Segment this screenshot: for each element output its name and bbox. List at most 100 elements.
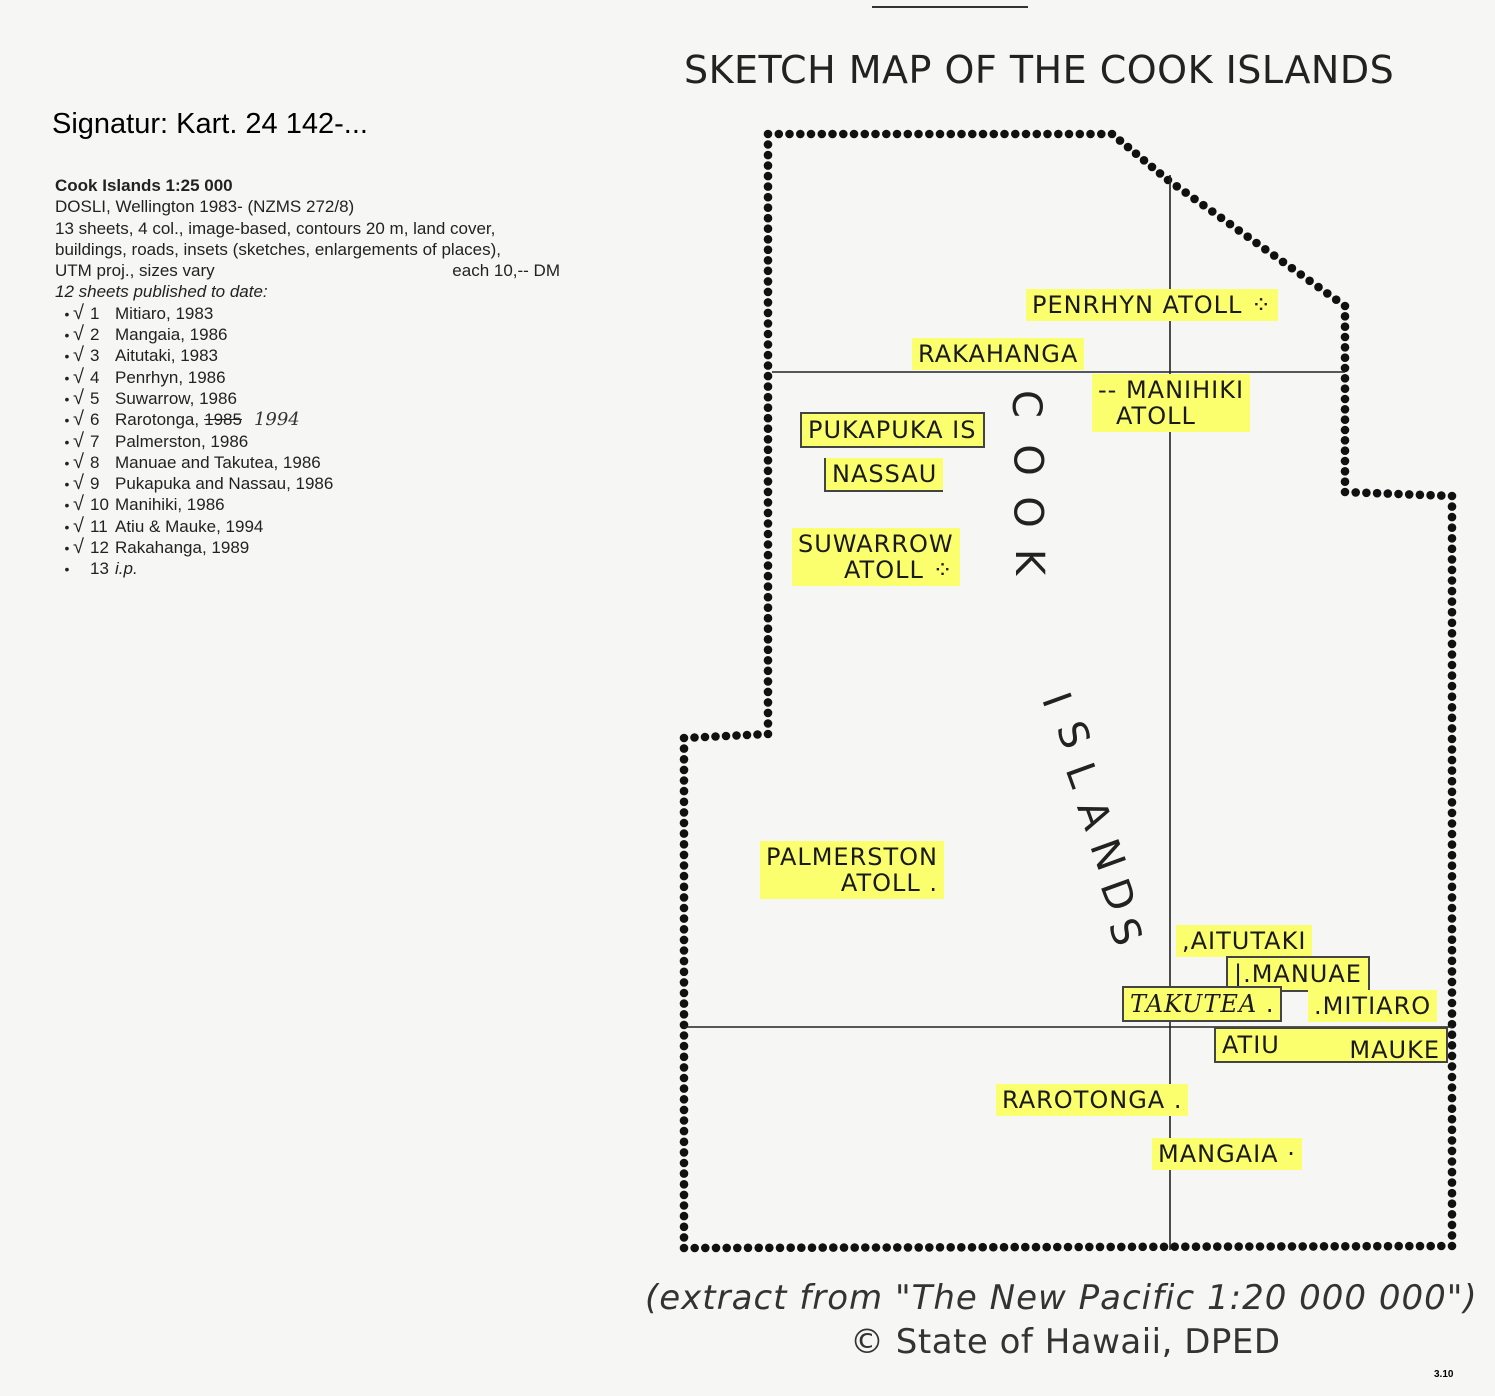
label-text: MANIHIKI bbox=[1125, 376, 1245, 404]
border-dot bbox=[1181, 1242, 1190, 1251]
border-dot bbox=[968, 129, 977, 139]
signature-heading: Signatur: Kart. 24 142-... bbox=[52, 108, 368, 140]
border-dot bbox=[679, 1020, 689, 1030]
sheet-name: Mitiaro, 1983 bbox=[115, 303, 214, 323]
border-dot bbox=[828, 129, 837, 139]
sheet-name: Manuae and Takutea, 1986 bbox=[115, 452, 321, 472]
border-dot bbox=[1106, 1242, 1115, 1252]
border-dot bbox=[1447, 967, 1457, 976]
border-dot bbox=[679, 797, 689, 807]
border-dot bbox=[763, 140, 773, 149]
border-dot bbox=[1021, 129, 1031, 139]
dotted-border bbox=[679, 129, 1457, 1253]
border-dot bbox=[701, 1243, 710, 1253]
border-dot bbox=[1447, 1136, 1457, 1145]
catalog-price: each 10,-- DM bbox=[452, 261, 560, 281]
border-dot bbox=[796, 129, 805, 139]
sheet-bullet: • bbox=[64, 561, 70, 578]
border-dot bbox=[1252, 238, 1261, 248]
border-dot bbox=[1159, 1242, 1169, 1252]
border-dot bbox=[1245, 1242, 1254, 1251]
border-dot bbox=[1447, 829, 1457, 839]
border-dot bbox=[1447, 555, 1457, 564]
border-dot bbox=[763, 161, 773, 170]
border-dot bbox=[679, 1095, 689, 1104]
label-mangaia: MANGAIA · bbox=[1152, 1138, 1302, 1170]
border-dot bbox=[1340, 312, 1350, 321]
border-dot bbox=[1043, 129, 1052, 139]
border-dot bbox=[1447, 861, 1457, 870]
border-dot bbox=[1074, 1242, 1083, 1252]
sheet-number: 8 bbox=[90, 452, 100, 472]
sheet-number: 6 bbox=[90, 410, 100, 430]
border-dot bbox=[1447, 1030, 1457, 1039]
border-dot bbox=[786, 1243, 795, 1252]
border-dot bbox=[763, 277, 773, 286]
sheet-bullet: • bbox=[64, 540, 70, 557]
border-dot bbox=[989, 129, 999, 139]
border-dot bbox=[1340, 415, 1350, 425]
border-dot bbox=[679, 733, 689, 743]
border-dot bbox=[1086, 129, 1095, 139]
sheet-bullet: • bbox=[64, 518, 70, 535]
sheet-check: √ bbox=[73, 429, 84, 452]
border-dot bbox=[1447, 523, 1457, 532]
label-text-line: ATOLL bbox=[1116, 402, 1196, 430]
label-penrhyn-atoll: PENRHYN ATOLL ⁘ bbox=[1026, 289, 1279, 321]
border-dot bbox=[1447, 660, 1457, 670]
border-dot bbox=[679, 1158, 689, 1168]
catalog-line: DOSLI, Wellington 1983- (NZMS 272/8) bbox=[55, 197, 355, 217]
border-dot bbox=[721, 731, 731, 741]
border-dot bbox=[1426, 490, 1435, 500]
border-dot bbox=[763, 182, 773, 191]
catalog-line: buildings, roads, insets (sketches, enla… bbox=[55, 239, 502, 259]
border-dot bbox=[679, 1116, 689, 1125]
label-manuae: |.MANUAE bbox=[1226, 956, 1370, 992]
sheet-number: 9 bbox=[90, 474, 100, 494]
border-dot bbox=[679, 1148, 689, 1157]
border-dot bbox=[733, 1243, 742, 1253]
border-dot bbox=[978, 129, 988, 139]
border-dot bbox=[1053, 1242, 1062, 1252]
border-dot bbox=[763, 592, 773, 602]
border-dot bbox=[754, 1243, 763, 1253]
border-dot bbox=[1447, 703, 1457, 712]
border-dot bbox=[711, 1243, 721, 1253]
border-dot bbox=[679, 1211, 689, 1221]
border-dot bbox=[679, 829, 689, 838]
border-dot bbox=[829, 1243, 838, 1252]
border-dot bbox=[1447, 692, 1457, 701]
border-dot bbox=[1383, 489, 1393, 498]
border-dot bbox=[1447, 1114, 1457, 1124]
border-dot bbox=[1340, 332, 1350, 342]
border-dot bbox=[763, 403, 773, 413]
border-dot bbox=[679, 967, 689, 977]
border-dot bbox=[1447, 935, 1457, 944]
border-dot bbox=[849, 129, 859, 139]
border-dot bbox=[742, 730, 752, 740]
border-dot bbox=[1437, 1241, 1446, 1251]
label-text: RAROTONGA bbox=[1002, 1086, 1166, 1114]
border-dot bbox=[1383, 1241, 1393, 1251]
border-dot bbox=[1447, 576, 1457, 585]
border-dot bbox=[1447, 1231, 1457, 1240]
border-dot bbox=[1447, 1146, 1457, 1156]
border-dot bbox=[1054, 129, 1063, 139]
border-dot bbox=[839, 1243, 849, 1252]
border-dot bbox=[679, 850, 689, 860]
border-dot bbox=[679, 999, 689, 1008]
border-dot bbox=[1266, 1242, 1275, 1251]
border-dot bbox=[1447, 1104, 1457, 1113]
border-dot bbox=[1362, 1241, 1371, 1251]
border-dot bbox=[1447, 491, 1457, 501]
border-dot bbox=[1447, 639, 1457, 649]
border-dot bbox=[1287, 1242, 1297, 1251]
border-dot bbox=[679, 786, 689, 796]
border-dot bbox=[763, 656, 773, 665]
border-dot bbox=[818, 1243, 827, 1252]
border-dot bbox=[797, 1243, 806, 1252]
border-dot bbox=[978, 1242, 987, 1252]
